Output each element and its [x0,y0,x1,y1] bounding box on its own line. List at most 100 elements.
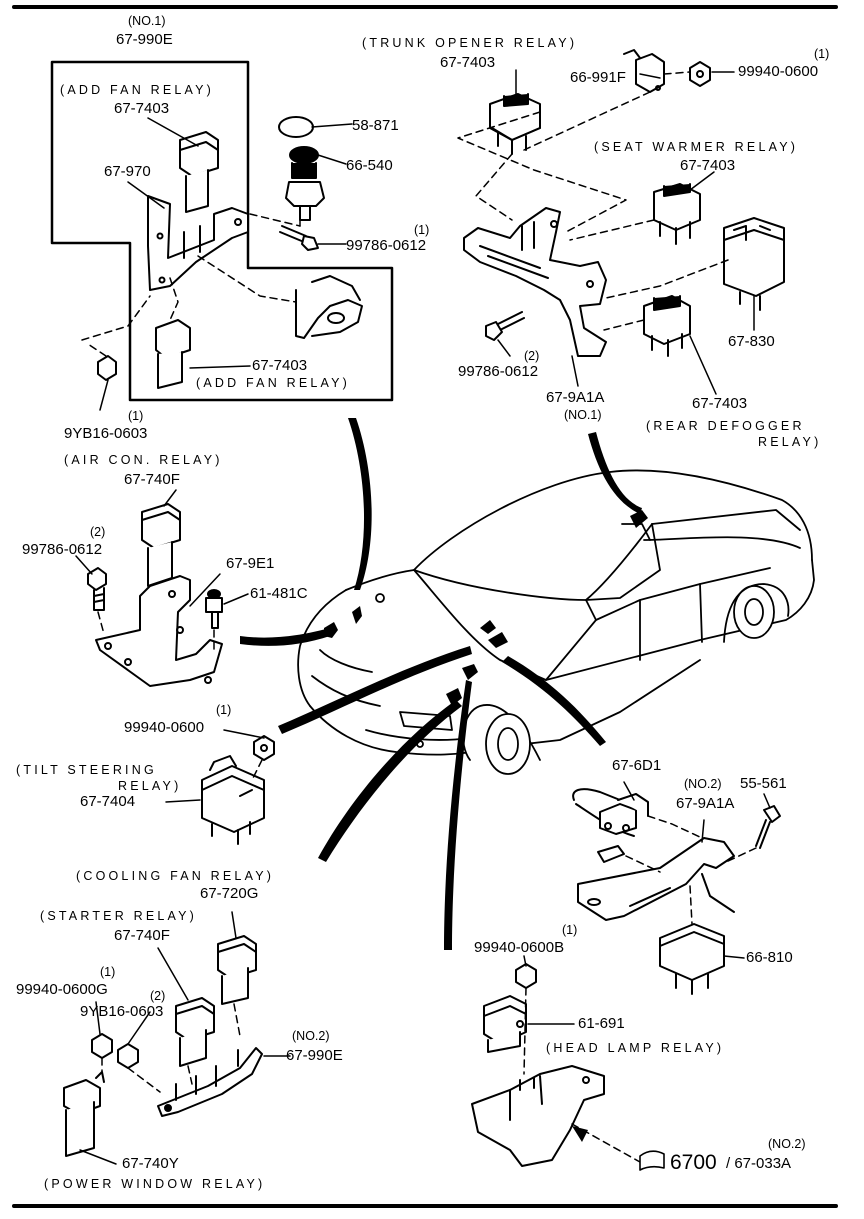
cap-58-871 [278,116,314,138]
bracket-67-990e-no2 [157,1047,263,1117]
bracket-67-9e1-label: 67-9E1 [226,555,275,572]
seat-warmer-name: (SEAT WARMER RELAY) [594,140,799,154]
label-leaders [75,69,771,1165]
leader-curves [240,418,642,950]
cooling-fan-name: (COOLING FAN RELAY) [76,869,275,883]
switch-61-481c-label: 61-481C [250,585,308,602]
bracket-67-9a1a-label: 67-9A1A [546,389,605,406]
screw-55-561-label: 55-561 [740,775,787,792]
nut-9yb16-0603 [97,355,117,381]
tilt-nut-qty: (1) [216,703,232,717]
plug-66-540 [285,146,325,221]
trunk-dashed-lines [457,71,729,331]
relay-67-830 [723,217,785,311]
add-fan-relay-lower-name: (ADD FAN RELAY) [196,376,351,390]
nut-yb-qty: (2) [150,989,166,1003]
add-fan-relay-lower-pn: 67-7403 [252,357,308,374]
bracket-67-9a1a-no: (NO.1) [564,408,602,422]
rear-defogger-relay [643,295,691,357]
bolt-air-con [87,567,107,611]
tilt-pn: 67-7404 [80,793,136,810]
switch-61-481c [205,589,223,629]
trunk-opener-pn: 67-7403 [440,54,496,71]
ref-no: (NO.2) [768,1137,806,1151]
unit-66-810 [659,923,725,995]
air-con-dashed-lines [97,611,215,653]
ref-arrow-head [572,1126,588,1142]
trunk-opener-name: (TRUNK OPENER RELAY) [362,36,578,50]
air-con-pn: 67-740F [124,471,180,488]
starter-relay [175,997,215,1067]
ref-pn: / 67-033A [726,1155,792,1172]
trunk-opener-relay [489,93,541,155]
cooling-fan-pn: 67-720G [200,885,259,902]
bolt-pn-3: 99786-0612 [22,541,103,558]
bolt-qty-3: (2) [90,525,106,539]
plug-66-540-label: 66-540 [346,157,393,174]
add-fan-relay-group-frame [50,60,394,402]
screw-55-561 [755,805,781,849]
bolt-qty-2: (2) [524,349,540,363]
nut-qty-1: (1) [128,409,144,423]
bracket-67-9a1a-no1 [463,207,607,357]
bracket2-no: (NO.2) [684,777,722,791]
relay-67-830-label: 67-830 [728,333,775,350]
add-fan-relay-upper [179,131,219,213]
bracket-67-9a1a-no2 [577,837,735,921]
rear-defogger-pn: 67-7403 [692,395,748,412]
nut-g-qty: (1) [100,965,116,979]
power-window-name: (POWER WINDOW RELAY) [44,1177,266,1191]
unit-66-810-label: 66-810 [746,949,793,966]
seat-warmer-relay [653,183,701,245]
car-relay-markers [324,510,648,706]
add-fan-relay-lower [155,319,191,389]
seat-warmer-pn: 67-7403 [680,157,736,174]
tilt-nut-pn: 99940-0600 [124,719,205,736]
head-lamp-pn: 61-691 [578,1015,625,1032]
page-border [12,5,838,1208]
rear-defogger-name-2: RELAY) [758,435,822,449]
nut-99940-0600g [91,1033,113,1059]
unit-67-6d1 [572,788,649,863]
starter-dashed-lines [101,1003,241,1093]
tilt-dashed-line [251,759,263,781]
nut-top-qty: (1) [814,47,830,61]
nut-99940-0600b [515,963,537,989]
bracket-990e-pn: 67-990E [286,1047,343,1064]
rear-defogger-name-1: (REAR DEFOGGER [646,419,805,433]
car-body [297,469,815,775]
air-con-name: (AIR CON. RELAY) [64,453,223,467]
bolt-99786-0612 [279,225,319,251]
bolt-qty-1: (1) [414,223,430,237]
bracket-top-pn: 67-990E [116,31,173,48]
nut-g-pn: 99940-0600G [16,981,108,998]
nut-tilt [253,735,275,761]
nut-9yb16-0603-x2 [117,1043,139,1069]
tilt-steering-relay [201,755,265,845]
nut-top-pn: 99940-0600 [738,63,819,80]
power-window-relay [63,1071,105,1157]
ref-fig-number: 6700 [670,1151,717,1174]
cap-58-871-label: 58-871 [352,117,399,134]
nut-b-pn: 99940-0600B [474,939,565,956]
buzzer-66-991f [623,49,665,93]
bolt-pn-1: 99786-0612 [346,237,427,254]
mounting-bracket-6700 [471,1065,605,1167]
bracket-top-qty: (NO.1) [128,14,166,28]
nut-99940-0600 [689,61,711,87]
bracket-67-970-label: 67-970 [104,163,151,180]
tilt-name-2: RELAY) [118,779,182,793]
head-lamp-name: (HEAD LAMP RELAY) [546,1041,725,1055]
bolt-pn-2: 99786-0612 [458,363,539,380]
bracket2-pn: 67-9A1A [676,795,735,812]
add-fan-dashed-lines [81,207,301,357]
nut-pn-1: 9YB16-0603 [64,425,148,442]
ref-book-icon [639,1150,665,1171]
starter-pn: 67-740F [114,927,170,944]
head-lamp-relay [483,995,527,1053]
unit-67-6d1-label: 67-6D1 [612,757,662,774]
bracket-67-990e [295,275,363,339]
add-fan-relay-upper-pn: 67-7403 [114,100,170,117]
